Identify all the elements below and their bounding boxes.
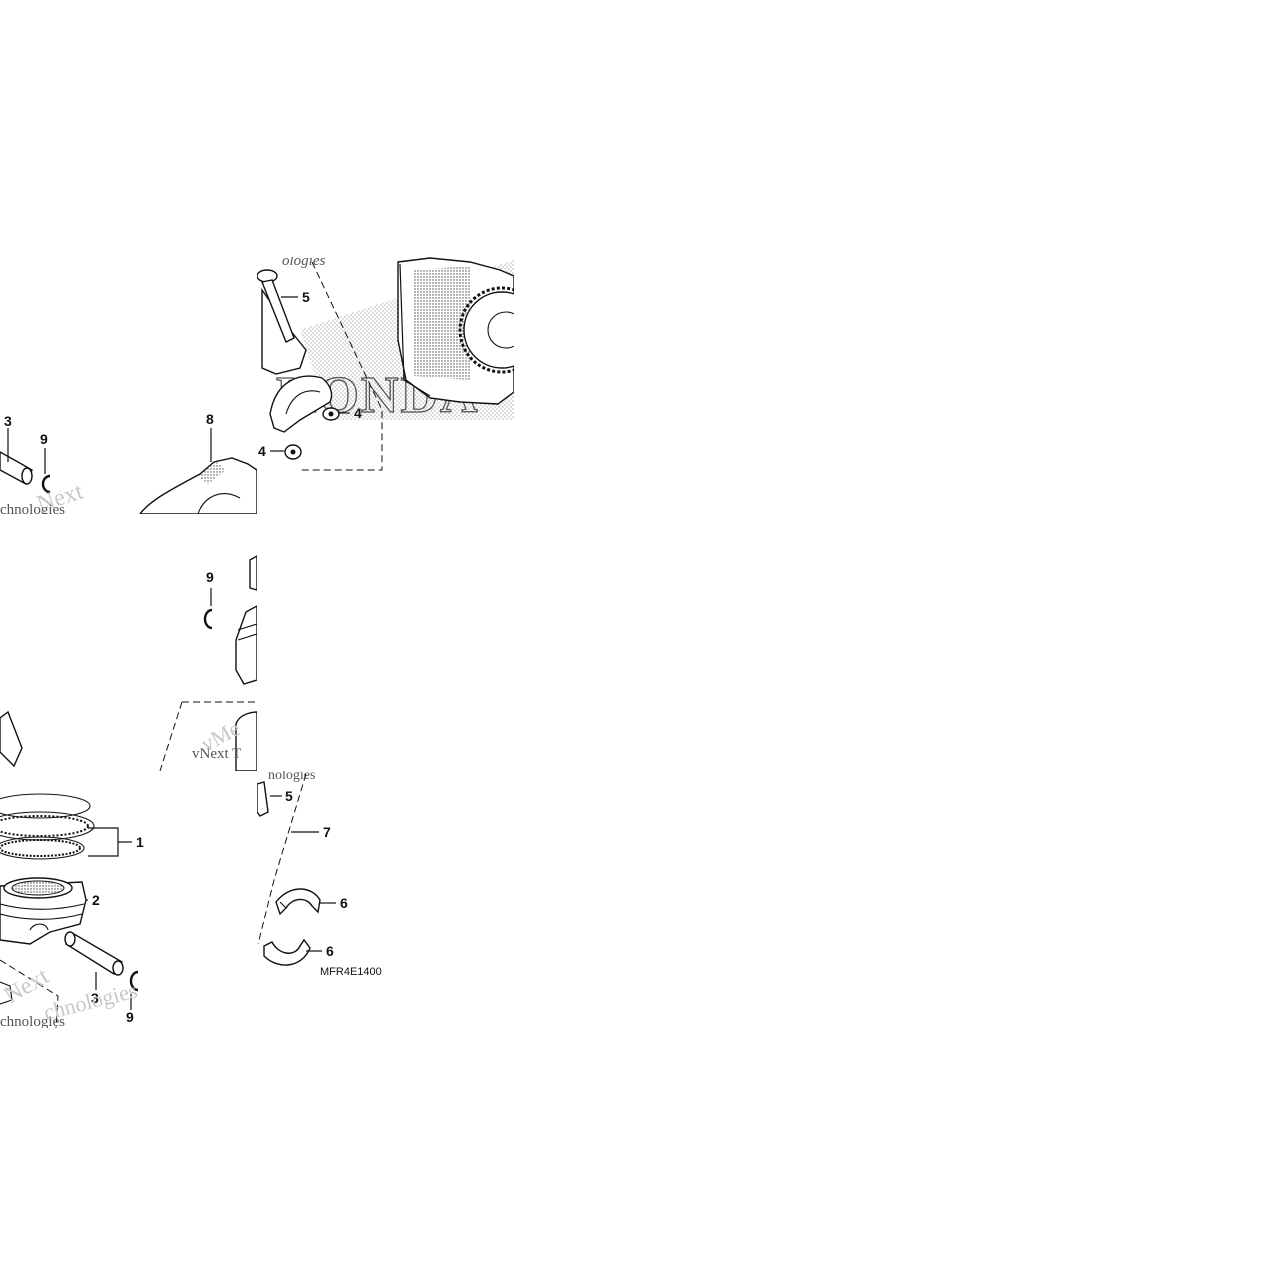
piston-partial [249,555,257,591]
crankshaft-section: HONDA [257,253,514,471]
rod-cap-inner [285,390,321,415]
watermark-text: chnologies [0,1014,65,1030]
watermark-text: chnologies [41,978,140,1025]
rod-cap [269,375,333,433]
crankshaft-web-inner [399,263,431,397]
bearing-shell-section: nologies 5 7 6 6 MFR4E1400 [257,768,382,978]
watermark-text: ologies [282,253,325,269]
rod-nut-upper [322,407,340,421]
callout-nut-upper: 4 [354,405,362,421]
connecting-rod-shade [198,462,226,484]
bearing-fragment [0,710,23,768]
connecting-rod-section: 3 9 8 Next chnologies [0,411,257,518]
callout-pin-lower: 3 [91,990,99,1006]
bearing-shell-upper [275,888,321,916]
drawing-code: MFR4E1400 [320,966,382,978]
pin-clip-mid [203,608,213,630]
callout-shell-upper: 6 [340,895,348,911]
callout-piston: 2 [92,892,100,908]
pin-clip-upper [41,474,51,494]
bearing-shell-lower [263,938,311,966]
callout-clip-lower: 9 [126,1009,134,1025]
callout-rod-bolt: 5 [302,289,310,305]
watermark-text: vNext T [192,746,241,762]
rod-bolt-lower [257,781,269,817]
callout-nut-lower: 4 [258,443,266,459]
callout-con-rod: 8 [206,411,214,427]
rod-bolt [257,269,295,343]
timing-gear [458,286,514,374]
callout-rings: 1 [136,834,144,850]
bracket-bearing [257,773,307,945]
bracket-upper [300,261,383,471]
piston-assembly-lower: 1 2 3 9 Next chnologies chnologies [0,793,144,1030]
pin-clip-lower [129,970,139,992]
callout-clip-mid: 9 [206,569,214,585]
connecting-rod [139,457,257,514]
piston-sketch [235,711,257,771]
piston [0,877,87,945]
callout-bracket: 7 [323,824,331,840]
callout-bolt-lower: 5 [285,788,293,804]
rod-nut-lower [284,444,302,460]
callout-pin-upper: 3 [4,413,12,429]
piston-pin [64,931,124,976]
watermark-text: nologies [268,768,315,783]
piston-rings [0,793,95,860]
piston-assembly-mid: 9 vNext T vMe [159,555,257,771]
crankshaft-shade [414,266,470,380]
watermark-text: chnologies [0,502,65,518]
callout-clip-upper: 9 [40,431,48,447]
piston-body-partial [235,605,257,685]
callout-shell-lower: 6 [326,943,334,959]
